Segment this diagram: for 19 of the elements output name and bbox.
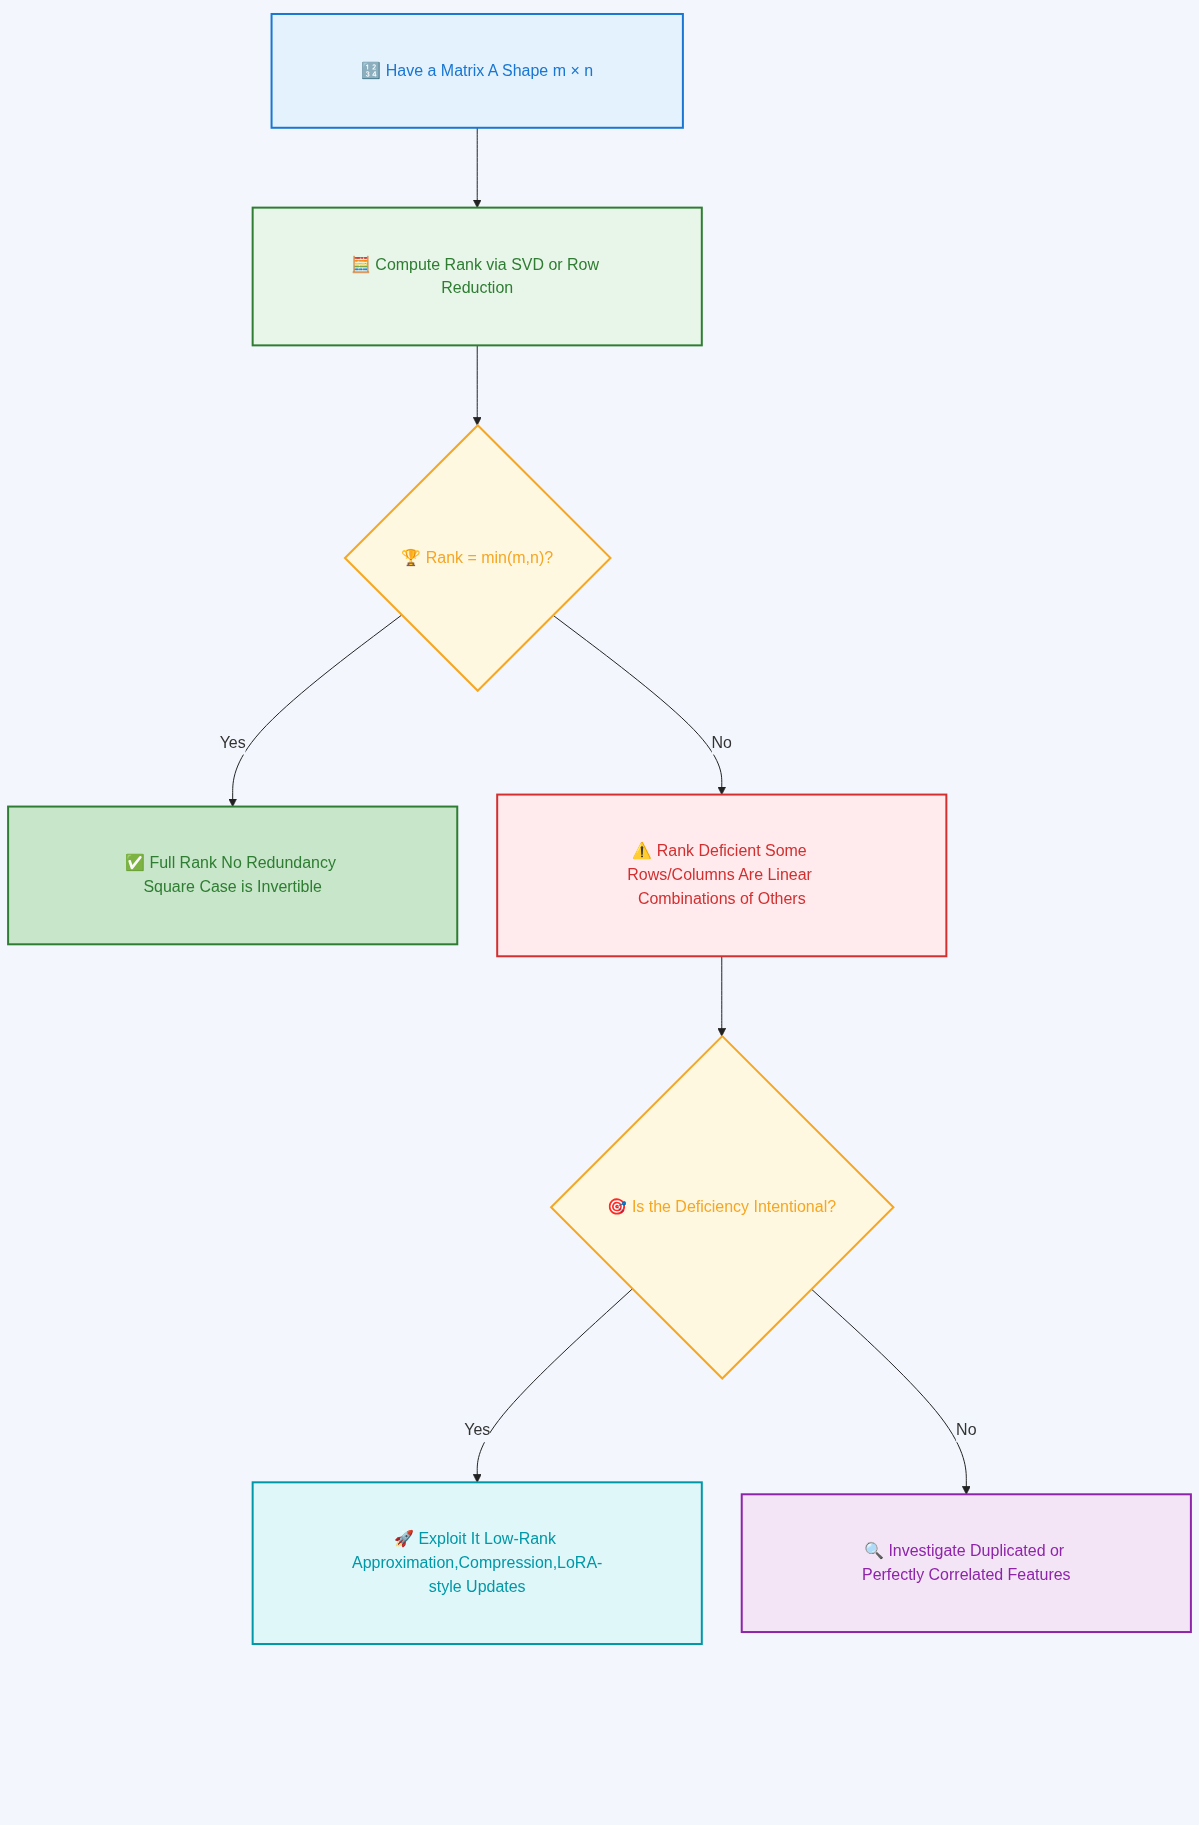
edge-label: No	[711, 733, 732, 751]
edge-label: Yes	[464, 1421, 491, 1439]
node-box: ✅ Full Rank No Redundancy Square Case is Invertible	[7, 805, 459, 946]
node-diamond: 🎯 Is the Deficiency Intentional?	[549, 1034, 895, 1380]
edge-label: Yes	[219, 733, 246, 751]
arrow	[472, 344, 482, 426]
node-diamond: 🏆 Rank = min(m,n)?	[343, 423, 612, 693]
arrow	[472, 1288, 633, 1483]
node-box: 🧮 Compute Rank via SVD or Row Reduction	[251, 206, 703, 347]
arrow	[810, 1288, 971, 1495]
arrow	[472, 127, 482, 208]
arrow	[552, 614, 727, 795]
arrow	[228, 614, 403, 807]
edge-label: No	[956, 1421, 977, 1439]
node-box: ⚠ Rank Deficient Some Rows/Columns Are Linear Combinations of Others	[496, 793, 948, 958]
node-box: 🚀 Exploit It Low-Rank Approximation,Compression,LoRA-style Updates	[251, 1481, 703, 1645]
arrow	[717, 955, 727, 1037]
node-box: 🔍 Investigate Duplicated or Perfectly Correlated Features	[740, 1493, 1192, 1634]
node-box: 🔢 Have a Matrix A Shape m × n	[270, 13, 684, 129]
